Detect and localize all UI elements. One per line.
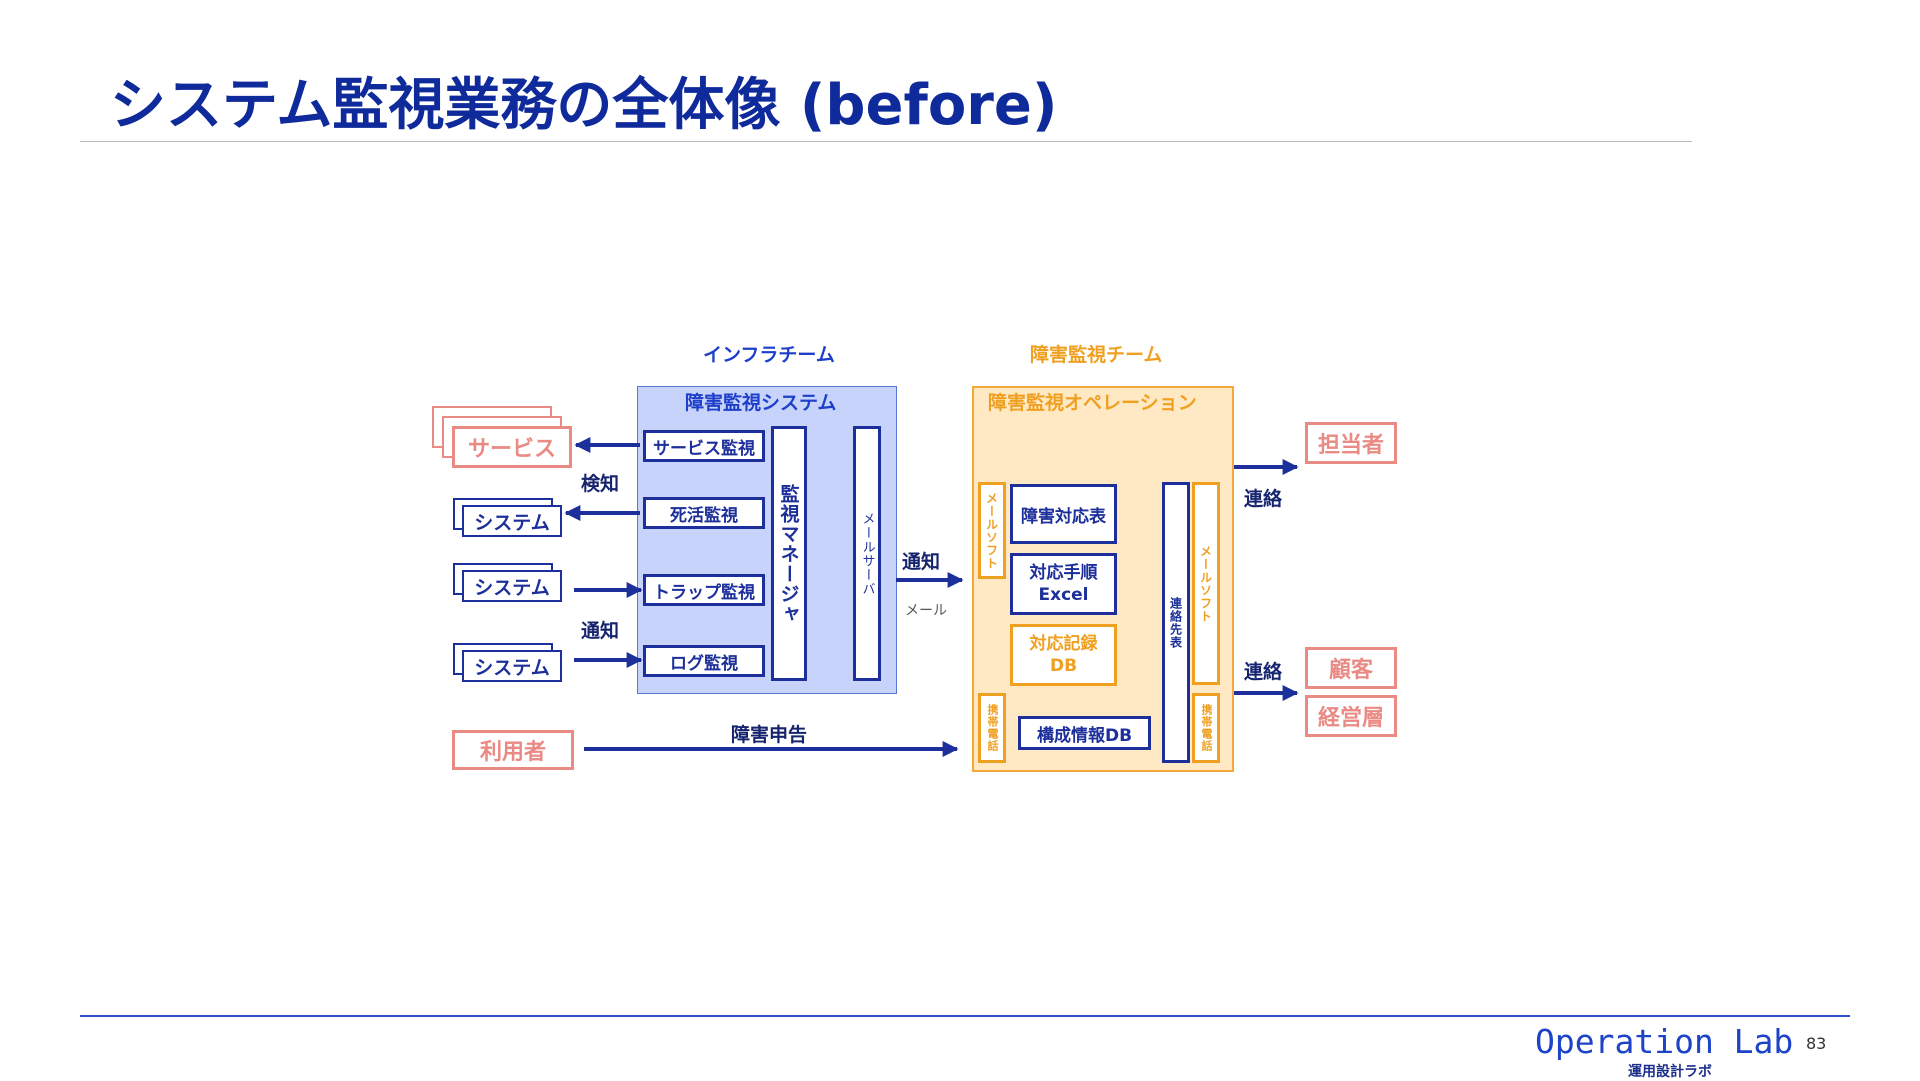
footer-subtitle: 運用設計ラボ	[1628, 1064, 1712, 1080]
title-divider	[80, 141, 1692, 142]
mobile-phone-left: 携帯電話	[978, 693, 1006, 763]
procedure-line1: 対応手順	[1029, 562, 1098, 583]
system-node-1: システム	[462, 505, 562, 537]
incident-table: 障害対応表	[1010, 484, 1117, 544]
notify-mid-label: 通知	[902, 551, 941, 573]
system-node-3: システム	[462, 650, 562, 682]
service-node: サービス	[452, 426, 572, 468]
owner-node: 担当者	[1305, 422, 1397, 464]
monitor-log: ログ監視	[643, 645, 765, 677]
management-node: 経営層	[1305, 695, 1397, 737]
infra-team-label: インフラチーム	[703, 344, 835, 366]
ops-title: 障害監視オペレーション	[988, 392, 1197, 414]
monitor-manager: 監視マネージャ	[771, 426, 807, 681]
detect-label: 検知	[581, 473, 620, 495]
contact-list: 連絡先表	[1162, 482, 1190, 763]
record-line1: 対応記録	[1029, 633, 1098, 654]
contact-bottom-label: 連絡	[1244, 661, 1283, 683]
record-line2: DB	[1049, 656, 1078, 676]
infra-system-title: 障害監視システム	[685, 392, 837, 414]
page-number: 83	[1806, 1034, 1827, 1053]
procedure-line2: Excel	[1038, 585, 1089, 605]
footer-logo: Operation Lab	[1535, 1022, 1794, 1061]
slide-title: システム監視業務の全体像 (before)	[110, 73, 1058, 138]
customer-node: 顧客	[1305, 647, 1397, 689]
ops-team-label: 障害監視チーム	[1030, 344, 1163, 366]
notify-left-label: 通知	[581, 620, 620, 642]
record-db: 対応記録 DB	[1010, 624, 1117, 686]
procedure-excel: 対応手順 Excel	[1010, 553, 1117, 615]
mail-soft-left: メールソフト	[978, 482, 1006, 579]
config-db: 構成情報DB	[1018, 716, 1151, 750]
monitor-service: サービス監視	[643, 430, 765, 462]
mail-label: メール	[905, 603, 947, 619]
footer-divider	[80, 1015, 1850, 1017]
monitor-trap: トラップ監視	[643, 574, 765, 606]
incident-report-label: 障害申告	[731, 724, 808, 746]
monitor-alive: 死活監視	[643, 497, 765, 529]
system-node-2: システム	[462, 570, 562, 602]
user-node: 利用者	[452, 730, 574, 770]
mail-soft-right: メールソフト	[1192, 482, 1220, 685]
mobile-phone-right: 携帯電話	[1192, 693, 1220, 763]
contact-top-label: 連絡	[1244, 488, 1283, 510]
mail-server: メールサーバ	[853, 426, 881, 681]
